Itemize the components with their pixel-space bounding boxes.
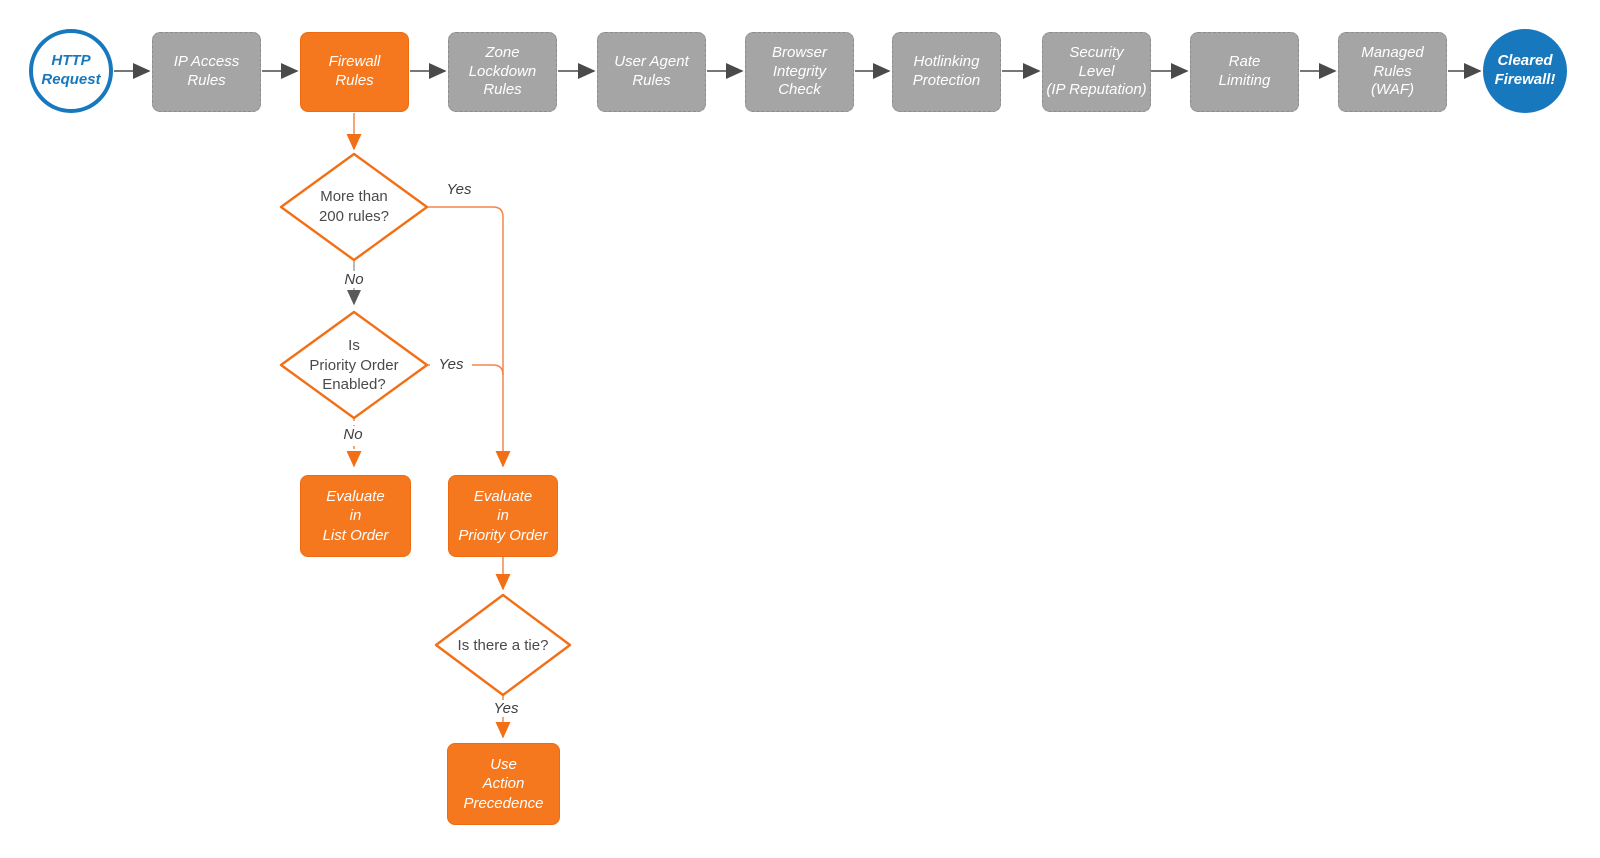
stage-label: IP Access Rules	[173, 53, 240, 89]
decision-is-there-a-tie-label: Is there a tie?	[457, 637, 549, 654]
decision-priority-order-enabled-label: Is Priority Order Enabled?	[309, 337, 399, 393]
stage-label: User Agent Rules	[614, 53, 689, 89]
end-node-cleared-firewall: Cleared Firewall!	[1483, 29, 1567, 113]
stage-zone-lockdown-rules: Zone Lockdown Rules	[448, 32, 557, 112]
action-label: Evaluate in List Order	[322, 487, 389, 544]
edge-d1-yes-merge	[427, 206, 511, 468]
action-use-action-precedence: Use Action Precedence	[447, 743, 560, 825]
start-node-http-request: HTTP Request	[29, 29, 113, 113]
stage-label: Browser Integrity Check	[771, 43, 827, 99]
stage-ip-access-rules: IP Access Rules	[152, 32, 261, 112]
action-evaluate-list-order: Evaluate in List Order	[300, 475, 411, 557]
stage-label: Security Level (IP Reputation)	[1046, 43, 1147, 99]
end-node-label: Cleared Firewall!	[1494, 52, 1556, 88]
stage-firewall-rules: Firewall Rules	[300, 32, 409, 112]
edge-label-d2-yes: Yes	[430, 356, 472, 373]
edge-label-d1-no: No	[337, 271, 371, 288]
stage-user-agent-rules: User Agent Rules	[597, 32, 706, 112]
stage-security-level: Security Level (IP Reputation)	[1042, 32, 1151, 112]
stage-browser-integrity-check: Browser Integrity Check	[745, 32, 854, 112]
action-label: Evaluate in Priority Order	[458, 487, 548, 544]
stage-label: Firewall Rules	[328, 53, 381, 89]
stage-label: Zone Lockdown Rules	[468, 43, 537, 99]
stage-label: Hotlinking Protection	[912, 53, 981, 89]
decision-more-than-200-rules-label: More than 200 rules?	[318, 188, 390, 225]
edge-label-d1-yes: Yes	[446, 181, 472, 198]
action-label: Use Action Precedence	[463, 755, 544, 812]
stage-label: Rate Limiting	[1218, 53, 1271, 89]
edge-label-d2-no: No	[336, 426, 370, 443]
start-node-label: HTTP Request	[41, 52, 101, 88]
edge-label-d3-yes: Yes	[485, 700, 527, 717]
stage-hotlinking-protection: Hotlinking Protection	[892, 32, 1001, 112]
action-evaluate-priority-order: Evaluate in Priority Order	[448, 475, 558, 557]
stage-rate-limiting: Rate Limiting	[1190, 32, 1299, 112]
stage-label: Managed Rules (WAF)	[1361, 43, 1424, 99]
stage-managed-rules-waf: Managed Rules (WAF)	[1338, 32, 1447, 112]
